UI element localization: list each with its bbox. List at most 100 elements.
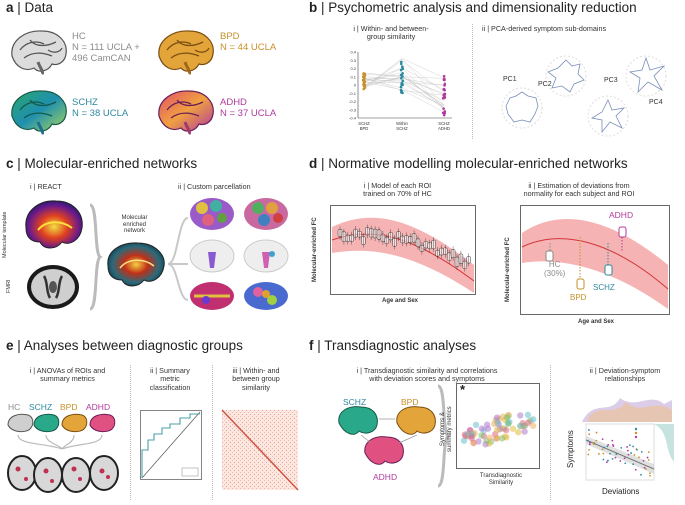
scatter-point [595,431,598,434]
scatter-point [614,456,617,459]
scatter-point [646,456,649,459]
scatter-point [630,452,633,454]
e-adhd-label: ADHD [86,402,111,412]
scatter-point [516,422,524,430]
panel-b-sub-ii: ii | PCA-derived symptom sub-domains [482,24,607,33]
f-asterisk: * [460,382,466,397]
scatter-point [595,439,598,442]
brain-bpd-icon [158,30,214,76]
scatter-point [626,446,629,448]
scatter-point [649,474,651,477]
pc1-label: PC1 [503,76,517,83]
data-point [442,107,445,110]
data-point [442,113,446,117]
scatter-point [601,448,604,451]
data-point [363,80,367,83]
normative-model-chart [330,205,476,295]
divider [550,365,551,500]
y-tick-label: -0.4 [349,116,357,121]
e-bpd-label: BPD [60,402,78,412]
data-point [443,78,446,82]
scatter-point [619,460,622,462]
scatter-point [588,443,591,446]
y-tick-label: -0.2 [349,99,357,104]
scatter-point [490,420,498,428]
panel-d-sub-i: i | Model of each ROI trained on 70% of … [363,181,432,199]
pc4-label: PC4 [649,99,663,106]
scatter-point [493,426,501,434]
group-bpd-label: BPD N = 44 UCLA [220,31,277,53]
scatter-point [647,459,650,461]
brain-schz-icon [11,90,67,136]
panel-f-sub-i: i | Transdiagnostic similarity and corre… [356,366,498,384]
scatter-point [647,451,650,454]
data-point [399,85,403,89]
transdiagnostic-scatter [456,383,540,469]
scatter-point [486,434,493,441]
x-tick-label: BPD [360,126,369,131]
scatter-point [524,411,532,419]
data-point [441,96,445,100]
scatter-point [503,414,511,421]
scatter-point [609,452,611,455]
scatter-point [601,438,604,441]
panel-c-sub-ii: ii | Custom parcellation [178,182,251,191]
d-i-ylabel: Molecular-enriched FC [312,217,318,282]
enriched-network-brain-icon [107,242,165,287]
label-molecular-template: Molecular template [2,211,8,258]
x-tick-label: Within [396,121,408,126]
scatter-point [475,438,482,445]
y-tick-label: 0.4 [350,50,356,55]
data-point [400,82,404,85]
panel-e-sub-ii: ii | Summary metric classification [149,366,191,392]
scatter-point [632,463,635,466]
roi-boxplots [337,224,471,272]
y-tick-label: -0.1 [349,91,357,96]
e-schz-label: SCHZ [29,402,53,412]
d-ii-xlabel: Age and Sex [578,319,615,325]
scatter-point [524,419,532,426]
data-point [443,84,446,87]
panel-d-sub-ii: ii | Estimation of deviations from norma… [523,181,635,199]
roc-chart [140,410,202,480]
data-point [442,94,446,97]
panel-e-sub-iii: iii | Within- and between group similari… [232,366,280,392]
panel-f-title: f | Transdiagnostic analyses [309,338,477,353]
scatter-point [530,416,537,423]
pc3-plot [587,95,629,137]
d-ii-ylabel: Molecular-enriched FC [505,237,511,302]
y-tick-label: 0.2 [350,66,356,71]
scatter-point [607,459,609,462]
group-adhd-label: ADHD N = 37 UCLA [220,97,277,119]
scatter-point [640,473,642,476]
data-point [362,73,365,76]
scatter-point [620,446,623,449]
d-i-xlabel: Age and Sex [382,298,419,304]
brain-hc-icon [11,30,67,76]
scatter-point [645,468,647,470]
f-bpd-label: BPD [401,397,419,407]
data-point [363,83,367,87]
panel-b-title: b | Psychometric analysis and dimensiona… [309,0,637,15]
label-fmri: FMRI [6,279,12,293]
pc2-label: PC2 [538,81,552,88]
d-adhd-label: ADHD [609,210,634,220]
parcellation-brains [189,198,289,310]
scatter-point [602,458,605,461]
scatter-points [460,411,537,448]
group-hc-label: HC N = 111 UCLA + 496 CamCAN [72,31,140,64]
f-ylabel: Symptoms &summary metrics [440,406,453,452]
label-molecular-enriched-network: Molecular enriched network [121,215,148,235]
d-hc-label: HC(30%) [544,260,566,278]
data-point [363,85,366,89]
d-schz-label: SCHZ [593,283,615,292]
data-point [443,110,447,113]
scatter-point [588,441,591,444]
y-tick-label: -0.3 [349,107,357,112]
scatter-point [484,425,492,432]
deviation-symptom-chart [582,398,674,481]
panel-e-title: e | Analyses between diagnostic groups [6,338,243,353]
data-point [401,79,405,83]
scatter-point [605,461,608,464]
y-tick-label: 0.1 [350,74,356,79]
